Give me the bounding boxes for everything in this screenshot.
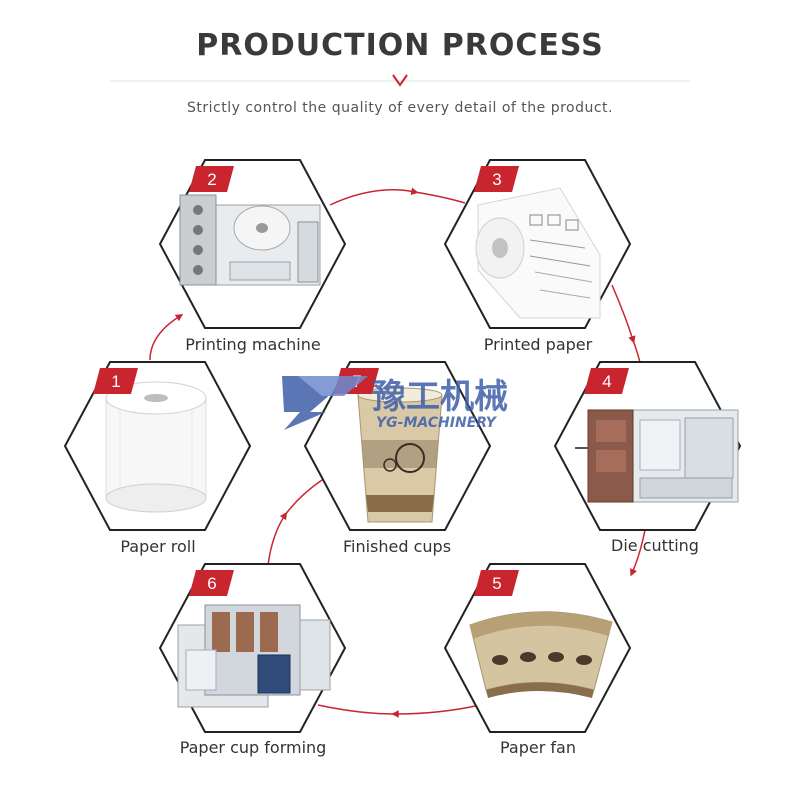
- step-7-label: Finished cups: [342, 537, 452, 556]
- paper-roll-image: [105, 381, 207, 513]
- arrow-3-to-4: [611, 284, 636, 344]
- arrow-6-to-7: [267, 511, 288, 566]
- step-3-number: 3: [492, 170, 501, 189]
- step-1-label: Paper roll: [120, 537, 196, 556]
- finished-cup-image: [357, 387, 443, 523]
- step-4-die-cutting: 4: [553, 361, 742, 531]
- printing-machine-image: [179, 194, 321, 286]
- cycle-arrows: [149, 187, 646, 718]
- step-5-paper-fan: 5: [443, 563, 632, 733]
- step-6-label: Paper cup forming: [179, 738, 327, 757]
- svg-text:豫工机械: 豫工机械: [372, 377, 508, 417]
- chevron-down-icon: [392, 74, 408, 87]
- step-4-label: Die cutting: [611, 536, 699, 555]
- arrow-4-to-5: [630, 529, 646, 577]
- arrow-5-to-6: [391, 704, 481, 718]
- title-divider: [110, 74, 690, 87]
- svg-text:YG-MACHINERY: YG-MACHINERY: [376, 415, 498, 431]
- step-7-finished-cups: 7: [303, 361, 492, 531]
- step-2-label: Printing machine: [185, 335, 321, 354]
- step-5-number: 5: [492, 574, 501, 593]
- page-title: PRODUCTION PROCESS: [196, 28, 604, 63]
- step-2-printing-machine: 2: [158, 159, 347, 329]
- cup-forming-machine-image: [177, 604, 331, 708]
- die-cutting-machine-image: [575, 409, 739, 503]
- printed-paper-roll-image: [475, 187, 601, 319]
- step-6-number: 6: [207, 574, 216, 593]
- step-3-printed-paper: 3: [443, 159, 632, 329]
- paper-fan-image: [469, 611, 613, 698]
- step-4-number: 4: [602, 372, 611, 391]
- step-6-paper-cup-forming: 6: [158, 563, 347, 733]
- step-1-paper-roll: 1: [63, 361, 252, 531]
- step-2-number: 2: [207, 170, 216, 189]
- arrow-2-to-3: [329, 187, 419, 206]
- step-3-label: Printed paper: [483, 335, 593, 354]
- arrow-1-to-2: [149, 313, 184, 361]
- page-subtitle: Strictly control the quality of every de…: [187, 100, 613, 116]
- step-5-label: Paper fan: [500, 738, 576, 757]
- step-1-number: 1: [111, 372, 120, 391]
